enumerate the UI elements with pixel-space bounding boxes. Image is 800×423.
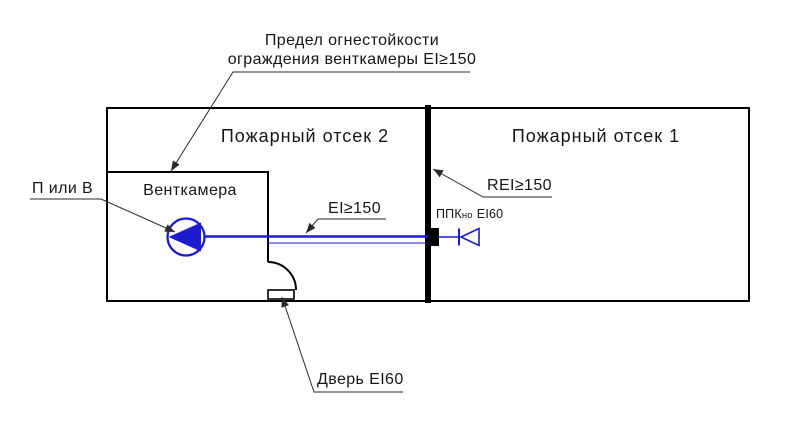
fan-impeller-triangle: [168, 222, 201, 252]
leader-fan-label: [30, 198, 176, 233]
damper-label-rating: EI60: [476, 207, 504, 221]
fire-rating-note: Предел огнестойкости ограждения венткаме…: [228, 31, 477, 69]
leader-door-label: [281, 296, 403, 393]
door-rating-label: Дверь EI60: [317, 371, 404, 388]
compartment-1-label: Пожарный отсек 1: [511, 126, 681, 146]
damper-label-sub: но: [461, 210, 473, 221]
fire-rating-note-line2: ограждения венткамеры EI≥150: [227, 51, 477, 68]
fire-wall: [425, 105, 431, 303]
valve-triangle: [459, 227, 480, 247]
wall-rating-label: REI≥150: [487, 177, 552, 194]
vent-chamber-label: Венткамера: [143, 182, 237, 199]
leader-top-note: [170, 71, 470, 172]
damper-label-main: ППК: [436, 207, 462, 221]
fan-type-label: П или В: [32, 180, 94, 197]
leader-duct-label: [305, 218, 386, 234]
fire-rating-note-line1: Предел огнестойкости: [264, 32, 440, 49]
fire-damper-body: [428, 228, 439, 246]
door-leaf: [267, 289, 295, 300]
door-swing-arc: [267, 261, 297, 291]
leader-wall-label: [432, 168, 552, 198]
compartment-2-label: Пожарный отсек 2: [220, 126, 390, 146]
duct-rating-label: EI≥150: [328, 200, 381, 217]
